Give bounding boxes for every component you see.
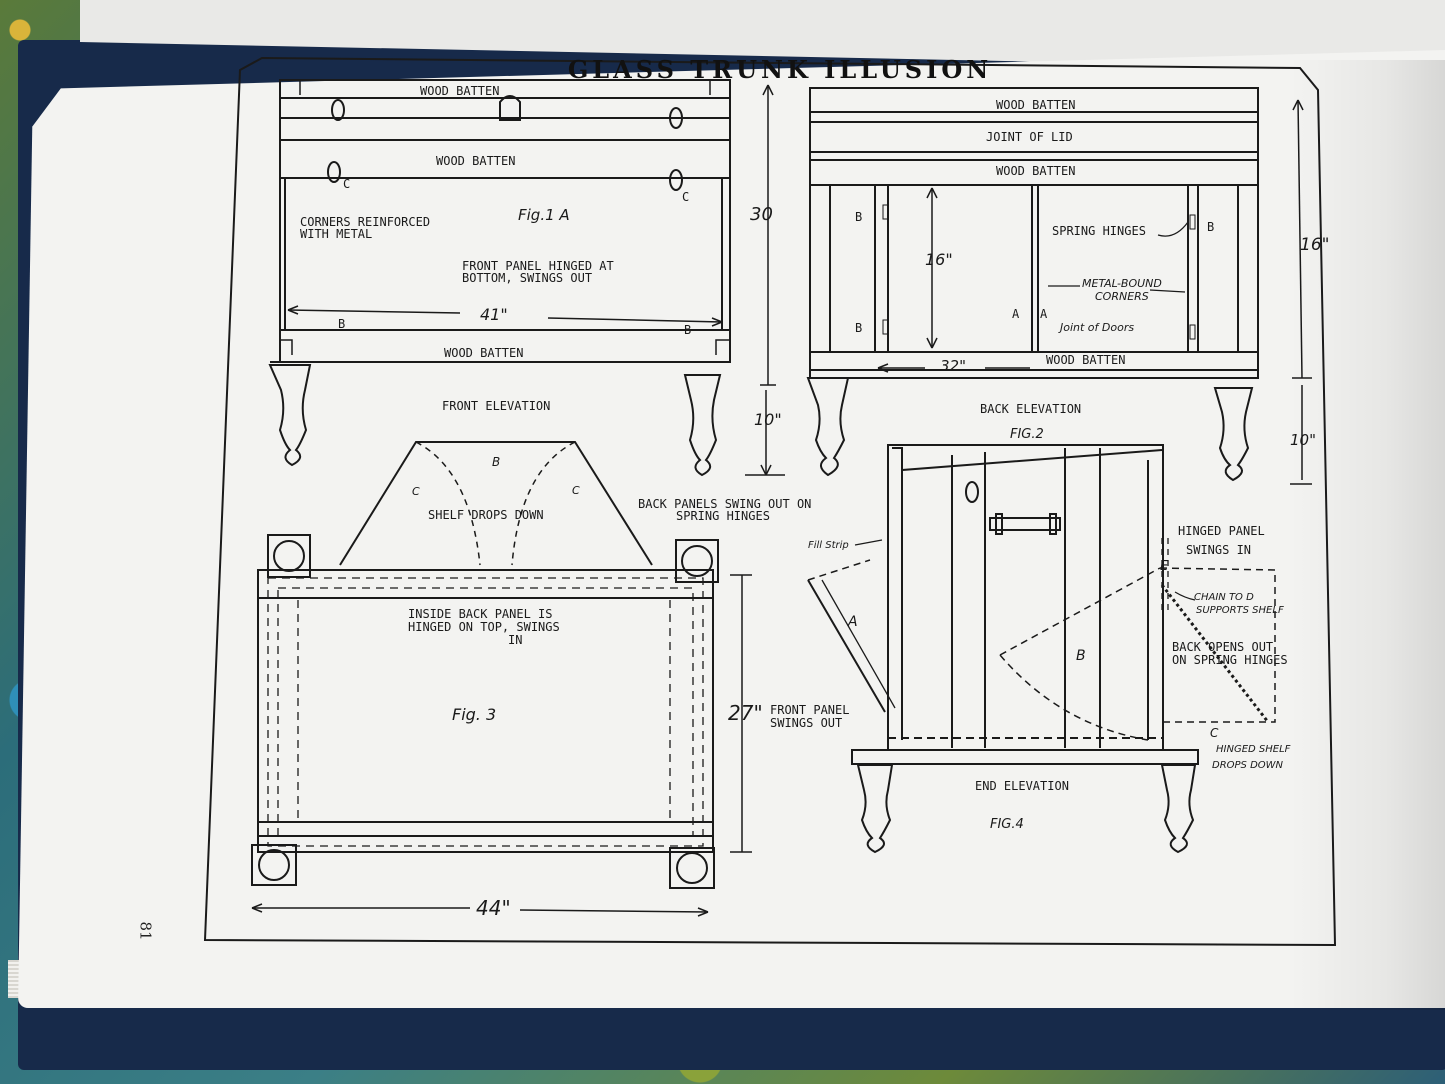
- fig1-front-elevation: [268, 79, 785, 477]
- fig2-caption: BACK ELEVATION: [980, 402, 1081, 416]
- fig2-marker-b-right: B: [1207, 220, 1214, 234]
- fig4-back-panels-line2: SPRING HINGES: [676, 509, 770, 523]
- fig2-marker-b-bottom-left: B: [855, 321, 862, 335]
- fig2-marker-b-top-left: B: [855, 210, 862, 224]
- fig1-marker-c-left: C: [343, 177, 350, 191]
- fig1-front-panel-line2: BOTTOM, SWINGS OUT: [462, 271, 592, 285]
- fig1-corners-line1: CORNERS REINFORCED: [300, 215, 430, 229]
- fig1-label: Fig.1 A: [518, 206, 570, 224]
- fig1-batten-mid: WOOD BATTEN: [436, 154, 515, 168]
- fig4-front-panel-line2: SWINGS OUT: [770, 716, 842, 730]
- fig4-end-elevation: [807, 444, 1276, 854]
- fig4-fill-strip: Fill Strip: [808, 540, 849, 551]
- fig2-dim-leg: 10": [1290, 431, 1316, 449]
- page-curl-shadow: [1290, 60, 1445, 1010]
- fig2-batten-top: WOOD BATTEN: [996, 98, 1075, 112]
- fig2-marker-a-right: A: [1040, 307, 1048, 321]
- fig2-dim-door: 16": [925, 250, 953, 269]
- fig4-back-opens-line1: BACK OPENS OUT: [1172, 640, 1273, 654]
- fig2-batten-bottom: WOOD BATTEN: [1046, 353, 1125, 367]
- fig4-chain-line1: CHAIN TO D: [1194, 592, 1254, 603]
- fig3-label: Fig. 3: [452, 705, 496, 724]
- fig2-label: FIG.2: [1010, 427, 1044, 442]
- fig4-front-panel-line1: FRONT PANEL: [770, 703, 849, 717]
- fig2-spring-hinges: SPRING HINGES: [1052, 224, 1146, 238]
- fig4-chain-line2: SUPPORTS SHELF: [1196, 605, 1284, 616]
- fig2-joint-lid: JOINT OF LID: [986, 130, 1073, 144]
- fig2-metal-bound-line1: METAL-BOUND: [1082, 277, 1162, 290]
- fig1-batten-top: WOOD BATTEN: [420, 84, 499, 98]
- fig4-label: FIG.4: [990, 817, 1024, 832]
- fig3-marker-c-left: C: [412, 485, 420, 498]
- fig2-metal-bound-line2: CORNERS: [1095, 290, 1149, 303]
- fig4-hinged-panel-line1: HINGED PANEL: [1178, 524, 1265, 538]
- fig2-joint-doors: Joint of Doors: [1058, 321, 1134, 334]
- fig2-dim-height: 16": [1300, 235, 1329, 255]
- fig4-hinged-panel-line2: SWINGS IN: [1186, 543, 1251, 557]
- fig3-inside-line3: IN: [508, 633, 522, 647]
- fig4-marker-a: A: [847, 614, 858, 630]
- book-page: [18, 50, 1445, 1008]
- fig3-marker-b: B: [492, 455, 500, 469]
- fig1-marker-c-right: C: [682, 190, 689, 204]
- fig3-shelf-drops: SHELF DROPS DOWN: [428, 508, 544, 522]
- fig2-marker-a-left: A: [1012, 307, 1020, 321]
- fig3-inside-line1: INSIDE BACK PANEL IS: [408, 607, 553, 621]
- fig1-corners-line2: WITH METAL: [300, 227, 372, 241]
- fig4-hinged-shelf-line1: HINGED SHELF: [1216, 744, 1291, 755]
- fig1-batten-bottom: WOOD BATTEN: [444, 346, 523, 360]
- fig3-marker-c-right: C: [572, 484, 580, 497]
- fig1-dim-leg: 10": [754, 410, 782, 429]
- fig4-back-panels-line1: BACK PANELS SWING OUT ON: [638, 497, 811, 511]
- fig2-batten-mid: WOOD BATTEN: [996, 164, 1075, 178]
- fig3-dim-height: 27": [728, 701, 763, 725]
- fig3-inside-line2: HINGED ON TOP, SWINGS: [408, 620, 560, 634]
- fig4-caption: END ELEVATION: [975, 779, 1069, 793]
- fig2-dim-width: 32": [940, 357, 966, 375]
- fig1-front-panel-line1: FRONT PANEL HINGED AT: [462, 259, 614, 273]
- fig1-marker-b-right: B: [684, 323, 691, 337]
- fig4-marker-e: E: [1160, 559, 1169, 574]
- fig1-marker-b-left: B: [338, 317, 345, 331]
- fig1-dim-width: 41": [480, 305, 508, 324]
- fig1-caption: FRONT ELEVATION: [442, 399, 550, 413]
- fig4-marker-c: C: [1210, 726, 1219, 740]
- fig3-dim-width: 44": [476, 896, 511, 920]
- fig4-hinged-shelf-line2: DROPS DOWN: [1212, 760, 1284, 771]
- fig1-dim-height: 30: [750, 204, 773, 225]
- plan-frame: [203, 56, 1337, 947]
- fig2-back-elevation: [806, 87, 1312, 485]
- fig4-back-opens-line2: ON SPRING HINGES: [1172, 653, 1288, 667]
- fig3-top-view: [251, 441, 752, 917]
- fig4-marker-b: B: [1076, 648, 1086, 664]
